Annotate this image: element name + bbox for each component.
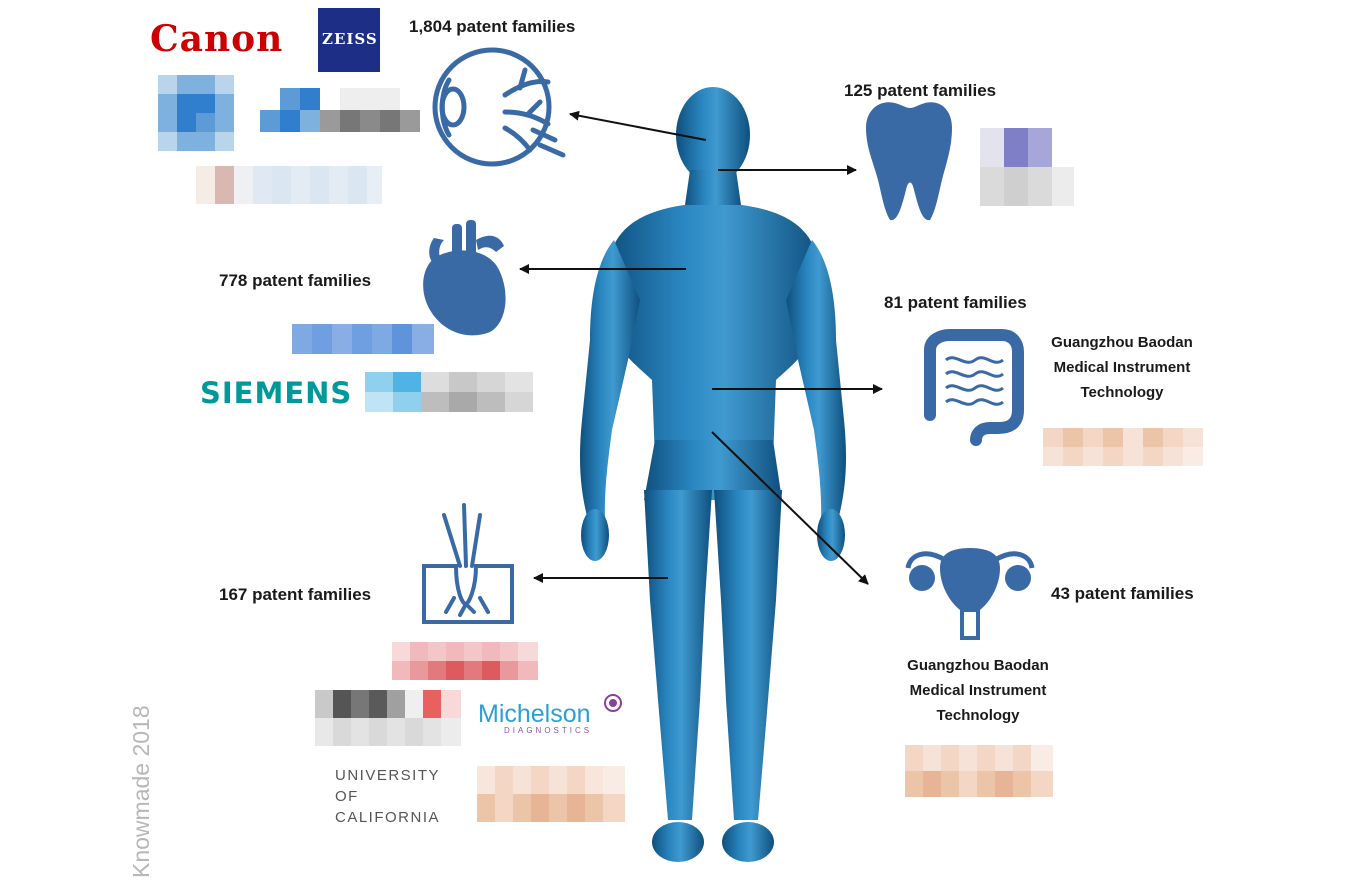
uterus-cervix-gap: [964, 612, 976, 636]
zeiss-logo: ZEISS: [318, 8, 380, 72]
count-eye: 1,804 patent families: [409, 17, 576, 36]
intestine-coils: [945, 356, 1004, 406]
fallopian-tubes: [905, 551, 1035, 569]
pixelated-logo-6: [365, 372, 533, 412]
michelson-logo-text: Michelson: [478, 700, 591, 728]
count-teeth: 125 patent families: [844, 81, 997, 100]
arrow-uterus: [711, 431, 869, 585]
pixelated-logo-5: [292, 324, 434, 354]
uc-line1: UNIVERSITY: [335, 767, 441, 784]
skin-hair-icon: [422, 503, 514, 624]
pixelated-logo-9: [315, 690, 461, 746]
canon-logo: Canon: [150, 18, 284, 60]
org-gut-line2: Medical Instrument: [1053, 359, 1191, 376]
heart-icon: [423, 220, 506, 336]
zeiss-logo-text: ZEISS: [322, 30, 378, 48]
pixelated-logo-10: [477, 766, 625, 822]
org-uterus-line3: Technology: [936, 707, 1020, 724]
count-gut: 81 patent families: [884, 293, 1027, 312]
count-heart: 778 patent families: [219, 271, 372, 290]
tooth-icon: [866, 102, 952, 221]
intestine-icon: [924, 329, 1024, 446]
michelson-dot-icon: [604, 694, 622, 712]
org-gut-line1: Guangzhou Baodan: [1051, 334, 1193, 351]
michelson-logo-sub: DIAGNOSTICS: [504, 726, 593, 735]
uc-line2: OF: [335, 788, 359, 805]
uterus-icon: [909, 548, 1031, 640]
pixelated-logo-8: [392, 642, 538, 680]
michelson-logo: Michelson DIAGNOSTICS: [478, 694, 622, 735]
org-gut-line3: Technology: [1080, 384, 1164, 401]
org-uterus-line1: Guangzhou Baodan: [907, 657, 1049, 674]
arrow-eye: [569, 110, 707, 141]
uc-line3: CALIFORNIA: [335, 809, 441, 826]
arrows: [519, 110, 883, 585]
pixelated-logo-2: [260, 88, 420, 132]
count-skin: 167 patent families: [219, 585, 372, 604]
org-gut: Guangzhou Baodan Medical Instrument Tech…: [1022, 330, 1222, 405]
pixelated-logo-1: [158, 75, 234, 151]
org-uterus-line2: Medical Instrument: [909, 682, 1047, 699]
eye-icon: [432, 47, 566, 167]
org-uterus: Guangzhou Baodan Medical Instrument Tech…: [878, 653, 1078, 728]
pixelated-logo-4: [980, 128, 1074, 206]
siemens-logo: SIEMENS: [200, 376, 353, 410]
count-uterus: 43 patent families: [1051, 584, 1194, 603]
human-body-figure: [580, 87, 846, 862]
pixelated-logo-11: [905, 745, 1053, 797]
university-of-california-logo: UNIVERSITY OF CALIFORNIA: [335, 765, 440, 828]
pixelated-logo-3: [196, 166, 382, 204]
pixelated-logo-7: [1043, 428, 1203, 466]
watermark: Knowmade 2018: [128, 705, 154, 878]
